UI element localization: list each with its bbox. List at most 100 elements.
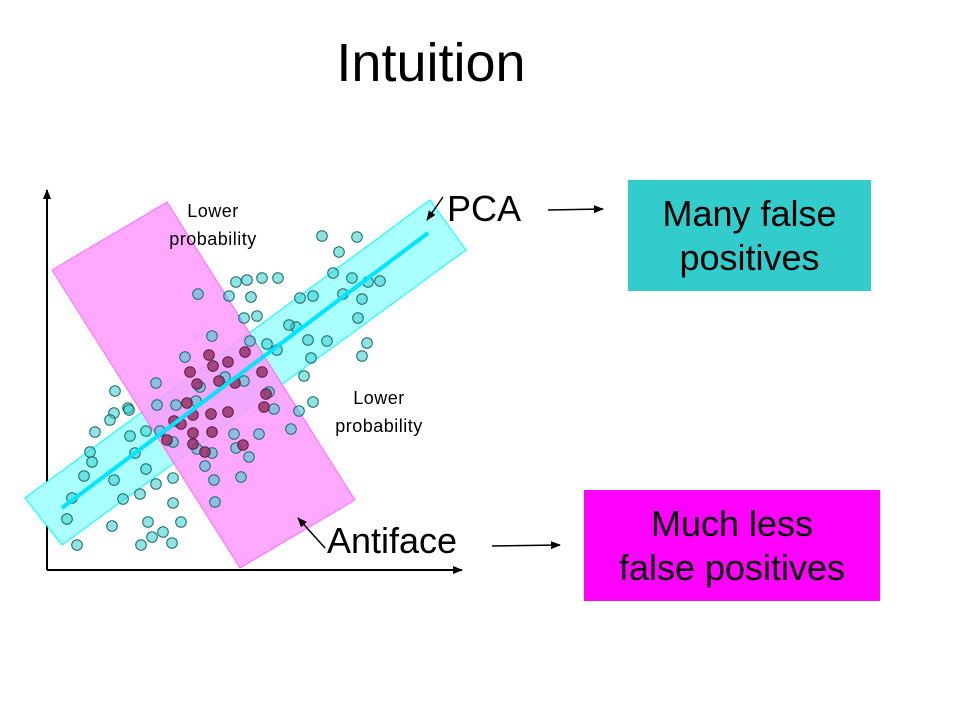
lower-probability-label-right: Lower probability <box>335 388 423 436</box>
sample-point <box>333 246 345 258</box>
sample-point <box>140 463 152 475</box>
sample-point <box>157 526 169 538</box>
overlap-sample-point <box>260 388 272 400</box>
antiface-result-text: Much less false positives <box>618 502 846 588</box>
overlap-sample-point <box>213 375 225 387</box>
sample-point <box>351 231 363 243</box>
sample-point <box>244 335 256 347</box>
sample-point <box>175 516 187 528</box>
sample-point <box>346 272 358 284</box>
sample-point <box>293 405 305 417</box>
pca-result-text: Many false positives <box>662 192 837 278</box>
antiface-to-box-arrow <box>491 541 561 550</box>
antiface-pointer-arrow <box>297 517 326 549</box>
sample-point <box>104 414 116 426</box>
sample-point <box>261 338 273 350</box>
sample-point <box>89 426 101 438</box>
overlap-sample-point <box>222 356 234 368</box>
overlap-sample-point <box>222 406 234 418</box>
pca-label: PCA <box>447 188 522 229</box>
antiface-result-box: Much less false positives <box>584 490 880 601</box>
sample-point <box>253 428 265 440</box>
sample-point <box>142 516 154 528</box>
overlap-sample-point <box>191 378 203 390</box>
slide-title: Intuition <box>336 33 526 93</box>
sample-point <box>327 267 339 279</box>
antiface-label: Antiface <box>327 520 458 561</box>
overlap-sample-point <box>187 427 199 439</box>
sample-point <box>179 351 191 363</box>
sample-point <box>238 312 250 324</box>
sample-point <box>146 531 158 543</box>
pca-axis-line <box>60 231 430 510</box>
sample-point <box>208 474 220 486</box>
sample-point <box>283 319 295 331</box>
sample-point <box>167 497 179 509</box>
sample-point <box>352 312 364 324</box>
sample-point <box>285 423 297 435</box>
sample-point <box>223 290 235 302</box>
lower-probability-label-top: Lower probability <box>169 201 257 249</box>
overlap-sample-point <box>239 346 251 358</box>
overlap-sample-point <box>207 360 219 372</box>
sample-point <box>140 425 152 437</box>
sample-point <box>321 335 333 347</box>
overlap-sample-point <box>161 434 173 446</box>
sample-point <box>167 472 179 484</box>
sample-point <box>251 310 263 322</box>
overlap-sample-point <box>206 426 218 438</box>
sample-point <box>206 330 218 342</box>
sample-point <box>243 451 255 463</box>
sample-point <box>117 493 129 505</box>
sample-point <box>109 385 121 397</box>
sample-point <box>78 470 90 482</box>
sample-point <box>307 290 319 302</box>
pca-pointer-arrow <box>426 196 444 221</box>
pca-to-box-arrow <box>547 205 604 214</box>
overlap-sample-point <box>187 438 199 450</box>
sample-point <box>294 292 306 304</box>
overlap-sample-point <box>205 408 217 420</box>
sample-point <box>230 276 242 288</box>
sample-point <box>150 478 162 490</box>
overlap-sample-point <box>258 401 270 413</box>
sample-point <box>305 352 317 364</box>
sample-point <box>235 471 247 483</box>
overlap-sample-point <box>237 439 249 451</box>
sample-point <box>241 274 253 286</box>
sample-point <box>302 334 314 346</box>
overlap-sample-point <box>203 349 215 361</box>
pca-result-box: Many false positives <box>628 180 871 291</box>
sample-point <box>316 230 328 242</box>
sample-point <box>374 275 386 287</box>
sample-point <box>84 446 96 458</box>
sample-point <box>272 272 284 284</box>
sample-point <box>256 272 268 284</box>
sample-point <box>135 539 147 551</box>
sample-point <box>307 396 319 408</box>
overlap-sample-point <box>181 397 193 409</box>
sample-point <box>150 377 162 389</box>
sample-point <box>123 404 135 416</box>
sample-point <box>151 399 163 411</box>
sample-point <box>199 460 211 472</box>
overlap-sample-point <box>199 446 211 458</box>
sample-point <box>298 370 310 382</box>
sample-point <box>356 350 368 362</box>
sample-point <box>356 293 368 305</box>
sample-point <box>192 288 204 300</box>
sample-point <box>228 428 240 440</box>
sample-point <box>361 337 373 349</box>
overlap-sample-point <box>256 366 268 378</box>
sample-point <box>170 399 182 411</box>
overlap-sample-point <box>184 366 196 378</box>
sample-point <box>108 474 120 486</box>
sample-point <box>166 537 178 549</box>
sample-point <box>245 291 257 303</box>
sample-point <box>71 539 83 551</box>
sample-point <box>106 520 118 532</box>
sample-point <box>209 496 221 508</box>
sample-point <box>124 430 136 442</box>
data-points <box>61 230 386 551</box>
